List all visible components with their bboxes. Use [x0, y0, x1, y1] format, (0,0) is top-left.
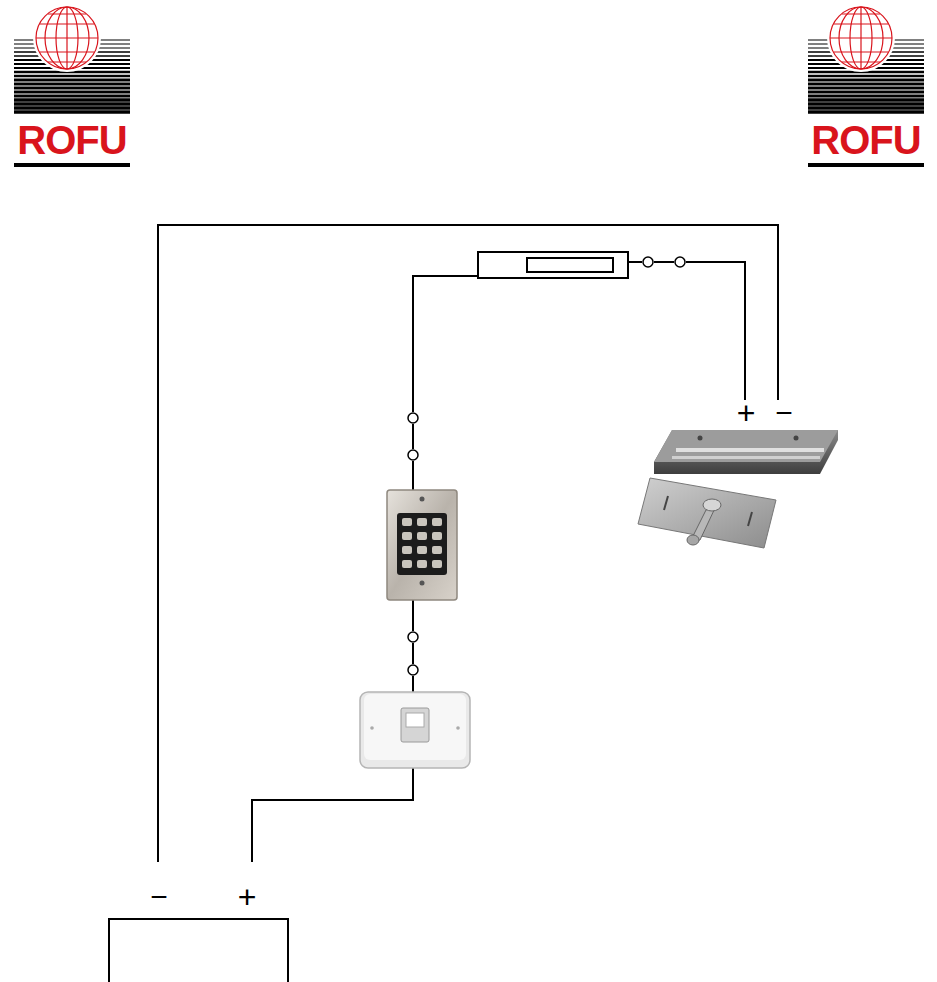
- logo-wordmark: ROFU: [811, 120, 920, 160]
- terminal-sign: +: [737, 397, 756, 429]
- terminal-sign: +: [238, 881, 257, 913]
- logo-wordmark: ROFU: [17, 120, 126, 160]
- terminal-sign: −: [775, 398, 793, 428]
- terminal-sign: −: [150, 882, 168, 912]
